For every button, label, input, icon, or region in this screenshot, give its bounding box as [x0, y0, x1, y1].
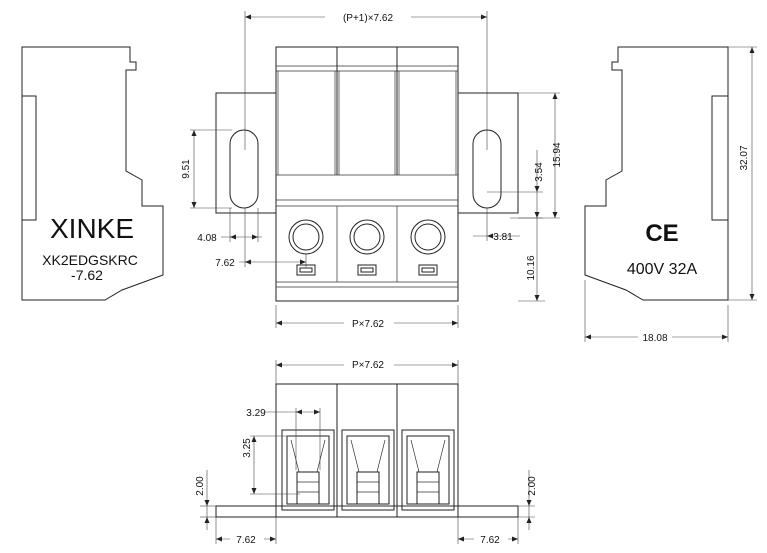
dim-cage-height: 3.25 — [242, 438, 253, 458]
dim-flange-left: 2.00 — [195, 476, 206, 496]
brand-label: XINKE — [50, 213, 134, 244]
dim-right-slot-height: 3.54 — [534, 162, 545, 182]
dim-end-right: 7.62 — [480, 535, 500, 546]
cage-3 — [401, 429, 455, 511]
dim-bottom-pitch: P×7.62 — [352, 319, 384, 330]
plan-view: P×7.62 — [195, 357, 538, 546]
cage-1 — [281, 429, 335, 511]
dim-flange-right: 2.00 — [527, 476, 538, 496]
dim-lower-height: 10.16 — [526, 255, 537, 280]
dim-slot-offset-left: 4.08 — [197, 233, 217, 244]
dim-side-depth: 18.08 — [642, 333, 667, 344]
dim-side-height: 32.07 — [739, 145, 750, 170]
dim-top-pitch: (P+1)×7.62 — [343, 13, 393, 24]
dim-end-left: 7.62 — [236, 535, 256, 546]
ce-mark: CE — [645, 220, 678, 247]
dim-right-offset: 3.81 — [493, 232, 513, 243]
model-label-line2: -7.62 — [71, 267, 103, 283]
cage-2 — [341, 429, 395, 511]
dim-hole-offset: 7.62 — [215, 258, 235, 269]
model-label-line1: XK2EDGSKRC — [42, 252, 138, 268]
right-side-view: CE 400V 32A 32.07 18.08 — [584, 46, 757, 344]
dim-total-height-front: 15.94 — [552, 142, 563, 167]
dim-plan-pitch: P×7.62 — [352, 360, 384, 371]
rating-label: 400V 32A — [627, 261, 698, 278]
dim-cage-width: 3.29 — [246, 408, 266, 419]
front-view: (P+1)×7.62 — [181, 8, 563, 330]
left-side-view: XINKE XK2EDGSKRC -7.62 — [21, 46, 164, 301]
dim-slot-height: 9.51 — [181, 159, 192, 179]
